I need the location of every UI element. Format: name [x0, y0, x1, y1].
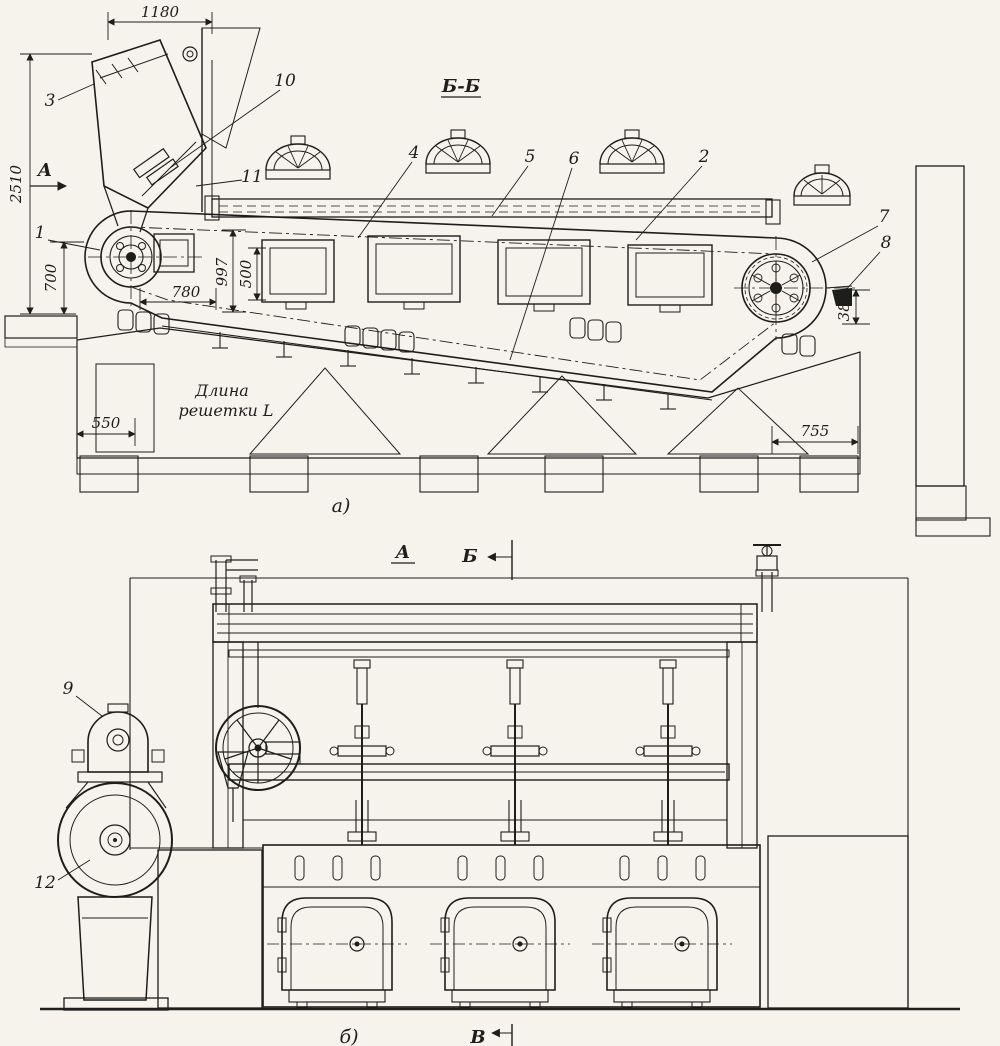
fire-door-2	[430, 897, 570, 1009]
drive-motor	[65, 703, 167, 809]
grate-length-note: Длина решетки L	[178, 381, 273, 420]
drive-wheel	[57, 782, 173, 898]
callout-12: 12	[34, 859, 91, 893]
callout-1-label: 1	[35, 223, 46, 243]
chain-links	[117, 309, 816, 357]
furnace-body	[130, 844, 761, 1008]
furnace-slots	[294, 855, 706, 881]
dim-550: 550	[76, 414, 136, 446]
dim-700: 700	[42, 241, 84, 315]
feeder-funnel	[217, 751, 249, 822]
callout-8-label: 8	[881, 233, 892, 253]
view-arrow-a: А	[30, 160, 67, 191]
callout-9-label: 9	[63, 679, 74, 699]
rod-assembly-2	[482, 659, 548, 845]
machine-header	[212, 603, 758, 643]
frame-panel-1	[261, 239, 335, 310]
dim-780: 780	[139, 283, 217, 310]
caption-view-a: а)	[332, 495, 351, 517]
dim-755: 755	[771, 422, 859, 454]
grate-frame	[84, 210, 827, 401]
dim-500: 500	[237, 247, 266, 301]
section-marker-top: Б	[461, 540, 513, 580]
dim-997-label: 997	[213, 257, 231, 286]
tension-bracket	[825, 285, 853, 306]
arched-vent-4	[793, 164, 851, 206]
dim-700-label: 700	[42, 263, 60, 292]
top-guide-band	[204, 195, 781, 225]
drive-rails	[228, 763, 730, 821]
callout-4-label: 4	[408, 143, 420, 163]
callout-1: 1	[35, 223, 101, 251]
section-marker-bottom: В	[469, 1024, 513, 1046]
steam-pipes-left	[210, 555, 258, 612]
view-label-a-text: А	[394, 542, 411, 563]
rod-assembly-3	[635, 659, 701, 845]
drive-pedestal	[63, 896, 169, 1011]
frame-panel-3	[497, 239, 591, 312]
upper-wall-section	[201, 27, 261, 212]
view-label-a: А	[391, 542, 415, 564]
dim-755-label: 755	[801, 422, 830, 440]
frame-panel-4	[627, 244, 713, 313]
coal-hopper	[91, 39, 207, 233]
caption-view-b: б)	[339, 1026, 358, 1046]
rod-assembly-1	[329, 659, 395, 845]
arched-vent-3	[599, 129, 665, 174]
dim-1180: 1180	[107, 3, 213, 40]
callout-4: 4	[357, 143, 420, 239]
callout-3-label: 3	[45, 91, 56, 111]
machine-columns	[212, 641, 758, 849]
section-marker-top-text: Б	[461, 546, 477, 567]
dim-2510-label: 2510	[7, 164, 25, 204]
dim-1180-label: 1180	[141, 3, 180, 21]
left-ground-ledge	[4, 315, 78, 348]
dim-550-label: 550	[92, 414, 121, 432]
front-sprocket	[100, 226, 195, 288]
callout-8: 8	[843, 233, 892, 293]
callout-5-label: 5	[525, 147, 536, 167]
section-label-text: Б-Б	[441, 76, 480, 97]
sprocket-axes	[88, 210, 858, 340]
callout-6-label: 6	[569, 149, 580, 169]
callout-9: 9	[63, 679, 103, 717]
handwheel	[215, 642, 301, 791]
dim-997: 997	[213, 229, 246, 313]
callout-2-label: 2	[698, 147, 710, 167]
valve-right	[753, 544, 781, 612]
callout-6: 6	[509, 149, 580, 361]
dim-385: 385	[835, 289, 870, 325]
callout-10-label: 10	[274, 71, 296, 91]
callout-7-label: 7	[879, 207, 890, 227]
callout-10: 10	[169, 71, 296, 169]
rear-sprocket	[741, 253, 811, 323]
callout-11: 11	[195, 167, 263, 187]
hopper-gate-flap	[132, 147, 179, 186]
arched-vent-2	[425, 129, 491, 174]
right-wall	[915, 165, 991, 537]
grate-length-line1: Длина	[194, 381, 249, 400]
view-arrow-a-label: А	[36, 160, 53, 181]
frame-panel-2	[367, 235, 461, 310]
callout-11-label: 11	[241, 167, 263, 187]
fire-door-3	[592, 897, 732, 1009]
section-marker-bottom-text: В	[469, 1027, 485, 1046]
dim-780-label: 780	[172, 283, 201, 301]
brick-wall-right	[767, 835, 909, 1009]
foundation	[76, 327, 861, 493]
callout-7: 7	[811, 207, 890, 263]
brick-pier-left	[157, 849, 263, 1009]
callout-3: 3	[45, 83, 95, 111]
dim-385-label: 385	[835, 293, 853, 322]
section-label: Б-Б	[441, 76, 481, 98]
arched-vent-1	[265, 135, 331, 180]
callout-5: 5	[491, 147, 536, 217]
callout-12-label: 12	[34, 873, 56, 893]
dim-500-label: 500	[237, 259, 255, 288]
grate-length-line2: решетки L	[178, 401, 273, 420]
callout-2: 2	[635, 147, 710, 241]
fire-door-1	[267, 897, 407, 1009]
